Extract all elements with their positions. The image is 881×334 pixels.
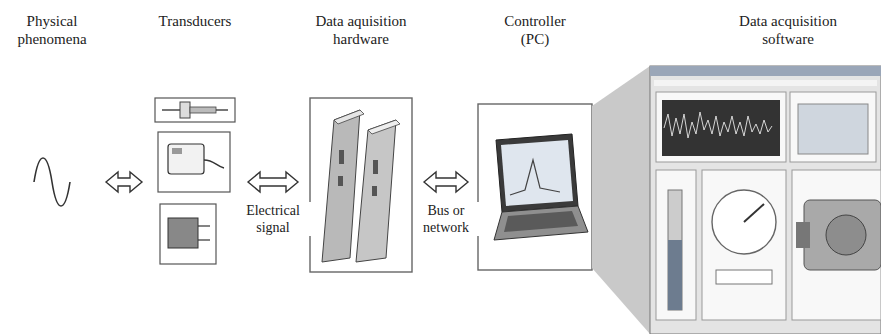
controller-node: Controller (PC) [474, 12, 596, 274]
edge-label: Bus or network [413, 202, 479, 236]
sensor-chip [160, 204, 216, 264]
sensor-box [158, 132, 230, 192]
edge-label: Electrical signal [235, 202, 311, 236]
node-heading: Data acquisition software [723, 12, 853, 48]
node-heading: Controller (PC) [493, 12, 577, 48]
laptop [478, 104, 592, 270]
node-heading: Data aquisition hardware [306, 12, 416, 48]
double-arrow [424, 172, 468, 192]
double-arrow [106, 172, 142, 192]
node-heading: Transducers [149, 12, 241, 30]
double-arrow [248, 172, 298, 192]
zoom-wedge [592, 66, 650, 334]
hardware-node: Data aquisition hardware [304, 12, 418, 274]
phenomena-node: Physical phenomena [4, 12, 100, 274]
software-screenshot [650, 66, 881, 334]
node-heading: Physical phenomena [9, 12, 95, 48]
sine-wave [34, 158, 70, 206]
transducer-node: Transducers [148, 12, 242, 274]
daq-hardware-frame [310, 98, 412, 272]
software-node: Data acquisition software [700, 12, 876, 52]
slider-sensor [155, 98, 235, 122]
